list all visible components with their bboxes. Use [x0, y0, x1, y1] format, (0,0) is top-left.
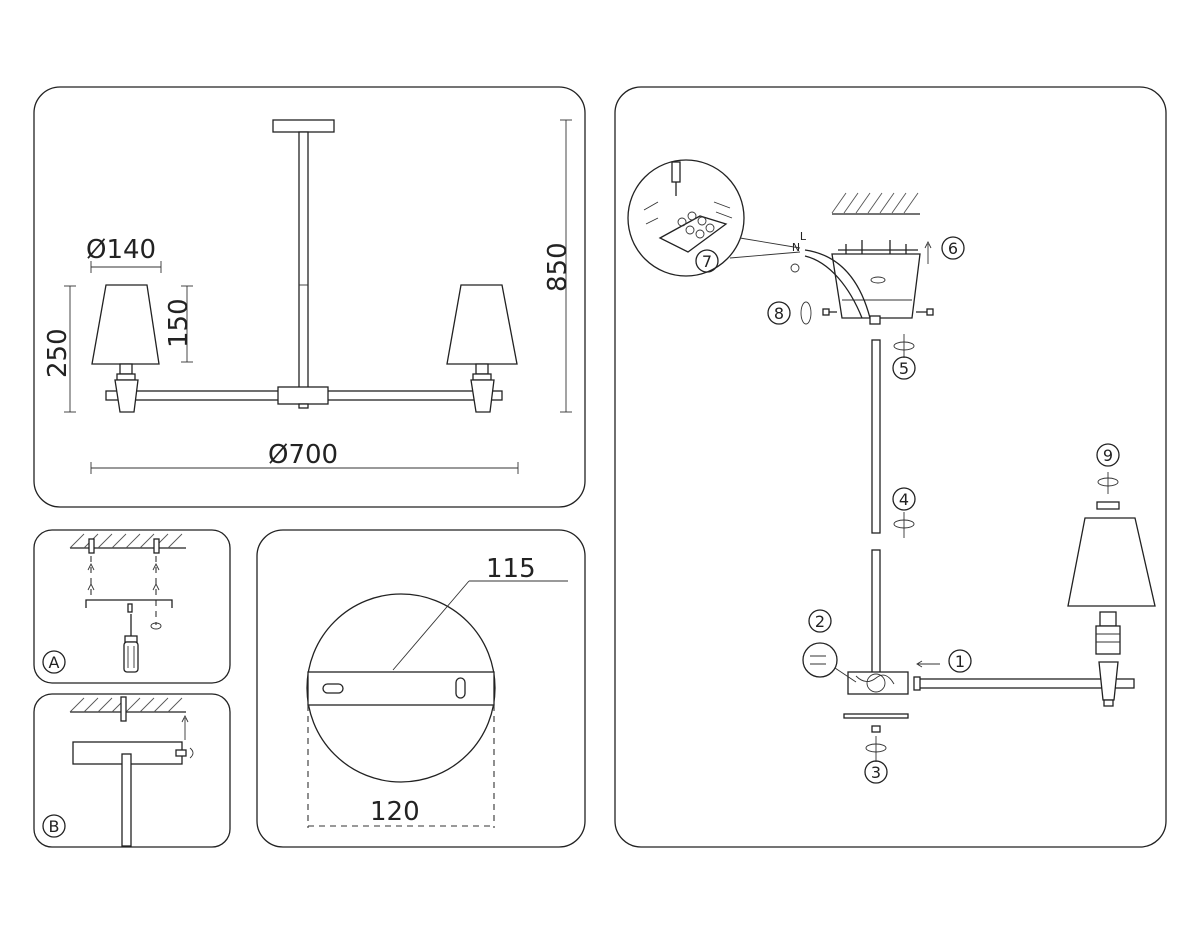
wire-label-live: L — [800, 230, 807, 243]
panel-a-label: A — [49, 653, 60, 672]
mounting-bracket — [85, 599, 173, 608]
dim-plate-diameter: 115 — [486, 554, 536, 584]
panel-frame — [256, 529, 586, 848]
suspension-rod — [298, 131, 309, 389]
right-lamp — [446, 284, 518, 413]
terminal-block-detail — [627, 159, 801, 277]
screwdriver-icon — [123, 614, 139, 673]
left-shade — [91, 284, 160, 365]
panel-frame — [33, 86, 586, 508]
assembly-panel: L N — [614, 86, 1167, 848]
dimensions-panel: Ø140 150 250 850 Ø700 — [33, 86, 586, 508]
panel-frame — [33, 693, 231, 848]
upper-rod — [871, 339, 881, 534]
plate-slot — [455, 677, 466, 699]
cover-plate — [843, 713, 909, 719]
step-2: 2 — [815, 612, 825, 631]
panel-b-label: B — [49, 817, 60, 836]
wire-connector-detail — [802, 642, 838, 678]
step-3: 3 — [871, 763, 881, 782]
step-5: 5 — [899, 359, 909, 378]
screw-ring — [800, 301, 812, 325]
step-markers: 1 2 3 4 5 6 7 8 9 — [695, 236, 1120, 784]
panel-b-badge — [42, 814, 66, 838]
right-holder — [470, 379, 495, 413]
dim-span: Ø700 — [268, 440, 338, 470]
canopy — [272, 119, 335, 133]
hub — [277, 386, 329, 405]
panel-frame — [33, 529, 231, 684]
socket — [1099, 611, 1117, 627]
plate-slot — [322, 683, 344, 694]
mounting-plate — [307, 671, 495, 706]
step-7: 7 — [702, 252, 712, 271]
dim-shade-height: 150 — [164, 298, 194, 348]
panel-a-badge — [42, 650, 66, 674]
shade — [1067, 517, 1156, 607]
lamp-assembly — [1067, 472, 1156, 707]
holder — [1098, 661, 1119, 701]
step-6: 6 — [948, 239, 958, 258]
dim-plate-width: 120 — [370, 797, 420, 827]
dim-total-height: 250 — [43, 328, 73, 378]
hub — [847, 671, 909, 695]
earth-icon — [790, 263, 800, 273]
left-lamp — [91, 284, 160, 413]
panel-a-mounting: A — [33, 529, 231, 684]
step-4: 4 — [899, 490, 909, 509]
right-shade — [446, 284, 518, 365]
step-9: 9 — [1103, 446, 1113, 465]
fixing-screw — [175, 749, 187, 757]
dim-overall-height: 850 — [543, 242, 573, 292]
panel-frame — [614, 86, 1167, 848]
screwdriver-icon — [671, 161, 681, 183]
left-holder — [114, 379, 139, 413]
lower-rod — [871, 549, 881, 675]
step-8: 8 — [774, 304, 784, 323]
plate-circle — [306, 593, 496, 783]
shade-ring — [1096, 501, 1120, 510]
step-1: 1 — [955, 652, 965, 671]
panel-b-canopy: B — [33, 693, 231, 848]
dim-shade-diameter: Ø140 — [86, 235, 156, 265]
terminal-block — [658, 215, 728, 253]
mounting-plate-panel: 115 120 — [256, 529, 586, 848]
